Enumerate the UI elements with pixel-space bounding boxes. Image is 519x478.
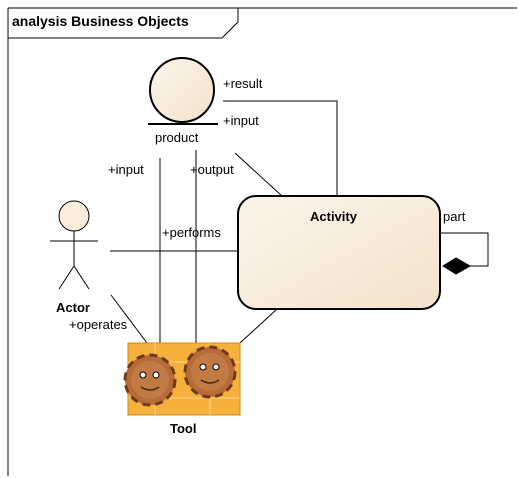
tool-input-role-label: +input [108, 162, 144, 177]
frame-title-tab [8, 8, 239, 39]
tool-label: Tool [170, 421, 197, 436]
left-gear-icon [123, 353, 177, 407]
tool-gears-icon[interactable] [123, 342, 241, 416]
product-entity[interactable] [148, 57, 218, 125]
tool-activity-connector [239, 308, 278, 344]
frame-title: analysis Business Objects [12, 13, 189, 29]
actor-figure[interactable] [50, 200, 98, 290]
diagram-frame [7, 7, 517, 476]
operates-role-label: +operates [69, 317, 128, 332]
product-activity-connector [234, 152, 283, 197]
result-connector [223, 100, 338, 196]
result-role-label: +result [223, 76, 263, 91]
right-gear-icon [183, 345, 237, 399]
output-role-label: +output [190, 162, 234, 177]
performs-role-label: +performs [162, 225, 221, 240]
part-aggregation-diamond [442, 257, 472, 275]
part-role-label: part [443, 209, 466, 224]
actor-operates-connector [110, 294, 148, 344]
actor-label: Actor [56, 300, 90, 315]
activity-label: Activity [310, 209, 357, 224]
product-label: product [155, 130, 199, 145]
part-self-connector [440, 232, 489, 267]
activity-node[interactable] [237, 195, 441, 310]
product-input-role-label: +input [223, 113, 259, 128]
connectors [110, 100, 489, 345]
